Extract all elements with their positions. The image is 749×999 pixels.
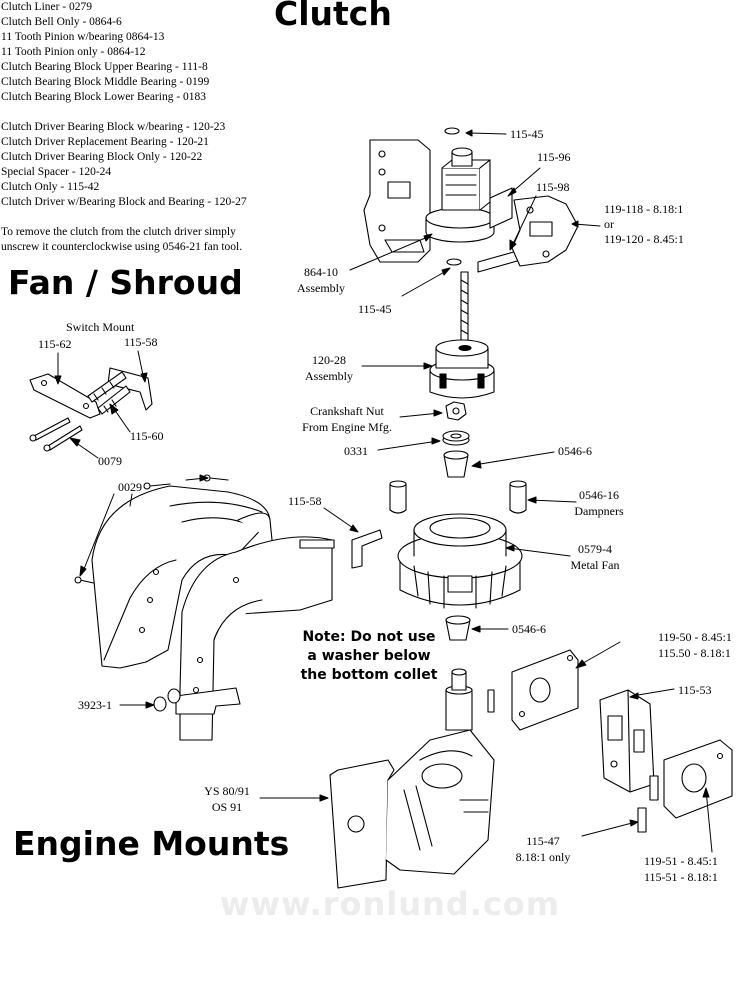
label-3923-1: 3923-1 bbox=[78, 698, 112, 712]
fan-shroud bbox=[92, 486, 334, 740]
parts-list-line: Clutch Liner - 0279 bbox=[1, 1, 93, 13]
parts-list-line: Clutch Bearing Block Lower Bearing - 018… bbox=[1, 91, 207, 103]
website-watermark: www.ronlund.com bbox=[219, 885, 561, 923]
shim-near-engine bbox=[488, 690, 494, 712]
parts-list-line: Clutch Bearing Block Middle Bearing - 01… bbox=[1, 76, 210, 88]
parts-list-line: Clutch Driver Bearing Block w/bearing - … bbox=[1, 121, 226, 133]
note-text: Note: Do not use a washer below the bott… bbox=[294, 628, 444, 685]
note-line: the bottom collet bbox=[300, 667, 438, 683]
label-os-91: OS 91 bbox=[211, 800, 243, 814]
label-0331: 0331 bbox=[344, 444, 368, 458]
label-864-10: 864-10 bbox=[304, 265, 338, 279]
note-line: a washer below bbox=[307, 648, 431, 664]
note-line: Note: Do not use bbox=[302, 629, 436, 645]
label-115-58-mid: 115-58 bbox=[288, 494, 322, 508]
label-crankshaft-nut: Crankshaft Nut bbox=[310, 404, 384, 418]
parts-list-line: Clutch Driver Replacement Bearing - 120-… bbox=[1, 136, 209, 148]
label-119-118: 119-118 - 8.18:1 bbox=[604, 202, 684, 216]
parts-list-line: Clutch Driver Bearing Block Only - 120-2… bbox=[1, 151, 203, 163]
parts-list-spacer bbox=[1, 210, 247, 225]
parts-list-spacer bbox=[1, 105, 247, 120]
switch-mount-parts bbox=[30, 368, 152, 451]
label-dampners: Dampners bbox=[574, 504, 624, 518]
label-115-58-top: 115-58 bbox=[124, 335, 158, 349]
mount-115-53 bbox=[600, 690, 654, 792]
parts-list-line: To remove the clutch from the clutch dri… bbox=[1, 226, 236, 238]
heading-fan-shroud: Fan / Shroud bbox=[8, 263, 243, 302]
mount-119-51 bbox=[664, 740, 732, 818]
label-115-47-ratio: 8.18:1 only bbox=[515, 850, 571, 864]
label-0546-6-top: 0546-6 bbox=[558, 444, 592, 458]
label-119-50: 119-50 - 8.45:1 bbox=[658, 630, 732, 644]
label-0579-4: 0579-4 bbox=[578, 542, 612, 556]
parts-list-line: Clutch Bearing Block Upper Bearing - 111… bbox=[1, 61, 208, 73]
label-assembly-1: Assembly bbox=[297, 281, 345, 295]
side-frame-right bbox=[512, 196, 578, 266]
label-crankshaft-nut-source: From Engine Mfg. bbox=[302, 420, 392, 434]
bracket-115-58 bbox=[352, 530, 382, 568]
clutch-bell-assembly bbox=[426, 148, 494, 242]
clutch-parts-list: Clutch Liner - 0279 Clutch Bell Only - 0… bbox=[1, 0, 247, 255]
heading-clutch: Clutch bbox=[274, 0, 392, 33]
label-119-120: 119-120 - 8.45:1 bbox=[604, 232, 684, 246]
label-metal-fan: Metal Fan bbox=[570, 558, 620, 572]
collet-bottom bbox=[446, 616, 470, 640]
leader-lines bbox=[55, 130, 712, 852]
label-115-60: 115-60 bbox=[130, 429, 164, 443]
label-115-98: 115-98 bbox=[536, 180, 570, 194]
parts-list-line: 11 Tooth Pinion w/bearing 0864-13 bbox=[1, 31, 165, 43]
clutch-driver-120-28 bbox=[430, 340, 494, 398]
label-115-50: 115.50 - 8.18:1 bbox=[658, 646, 731, 660]
washer-0331 bbox=[443, 431, 469, 445]
washer-115-45-bottom bbox=[447, 259, 461, 265]
label-0029: 0029 bbox=[118, 480, 142, 494]
label-assembly-2: Assembly bbox=[305, 369, 353, 383]
shim-115-47 bbox=[638, 808, 646, 832]
label-119-51: 119-51 - 8.45:1 bbox=[644, 854, 718, 868]
metal-fan-0579-4 bbox=[398, 514, 522, 608]
parts-list-line: Clutch Bell Only - 0864-6 bbox=[1, 16, 122, 28]
parts-list-line: 11 Tooth Pinion only - 0864-12 bbox=[1, 46, 146, 58]
shim-115-47-b bbox=[650, 776, 658, 800]
washer-115-45-top bbox=[445, 128, 459, 134]
label-115-51: 115-51 - 8.18:1 bbox=[644, 870, 718, 884]
label-ys-80-91: YS 80/91 bbox=[204, 784, 250, 798]
label-or: or bbox=[604, 217, 614, 231]
collet-top bbox=[444, 451, 468, 477]
label-115-96: 115-96 bbox=[537, 150, 571, 164]
engine bbox=[330, 669, 494, 888]
parts-list-line: unscrew it counterclockwise using 0546-2… bbox=[1, 241, 243, 253]
label-115-45-top: 115-45 bbox=[510, 127, 544, 141]
parts-list-line: Clutch Driver w/Bearing Block and Bearin… bbox=[1, 196, 247, 208]
label-120-28: 120-28 bbox=[312, 353, 346, 367]
label-115-47: 115-47 bbox=[526, 834, 560, 848]
crankshaft-nut bbox=[446, 402, 466, 420]
label-115-53: 115-53 bbox=[678, 683, 712, 697]
bracket-3923-1 bbox=[154, 688, 240, 714]
label-0546-6-bottom: 0546-6 bbox=[512, 622, 546, 636]
dampners-0546-16 bbox=[390, 481, 526, 513]
side-frame-left bbox=[364, 140, 430, 262]
label-0079: 0079 bbox=[98, 454, 122, 468]
label-115-45-bottom: 115-45 bbox=[358, 302, 392, 316]
parts-list-line: Special Spacer - 120-24 bbox=[1, 166, 112, 178]
label-0546-16: 0546-16 bbox=[579, 488, 619, 502]
label-switch-mount: Switch Mount bbox=[66, 320, 135, 334]
parts-list-line: Clutch Only - 115-42 bbox=[1, 181, 100, 193]
label-115-62: 115-62 bbox=[38, 337, 72, 351]
mount-119-50 bbox=[512, 650, 578, 730]
heading-engine-mounts: Engine Mounts bbox=[13, 824, 290, 863]
shim-115-96 bbox=[490, 188, 512, 228]
